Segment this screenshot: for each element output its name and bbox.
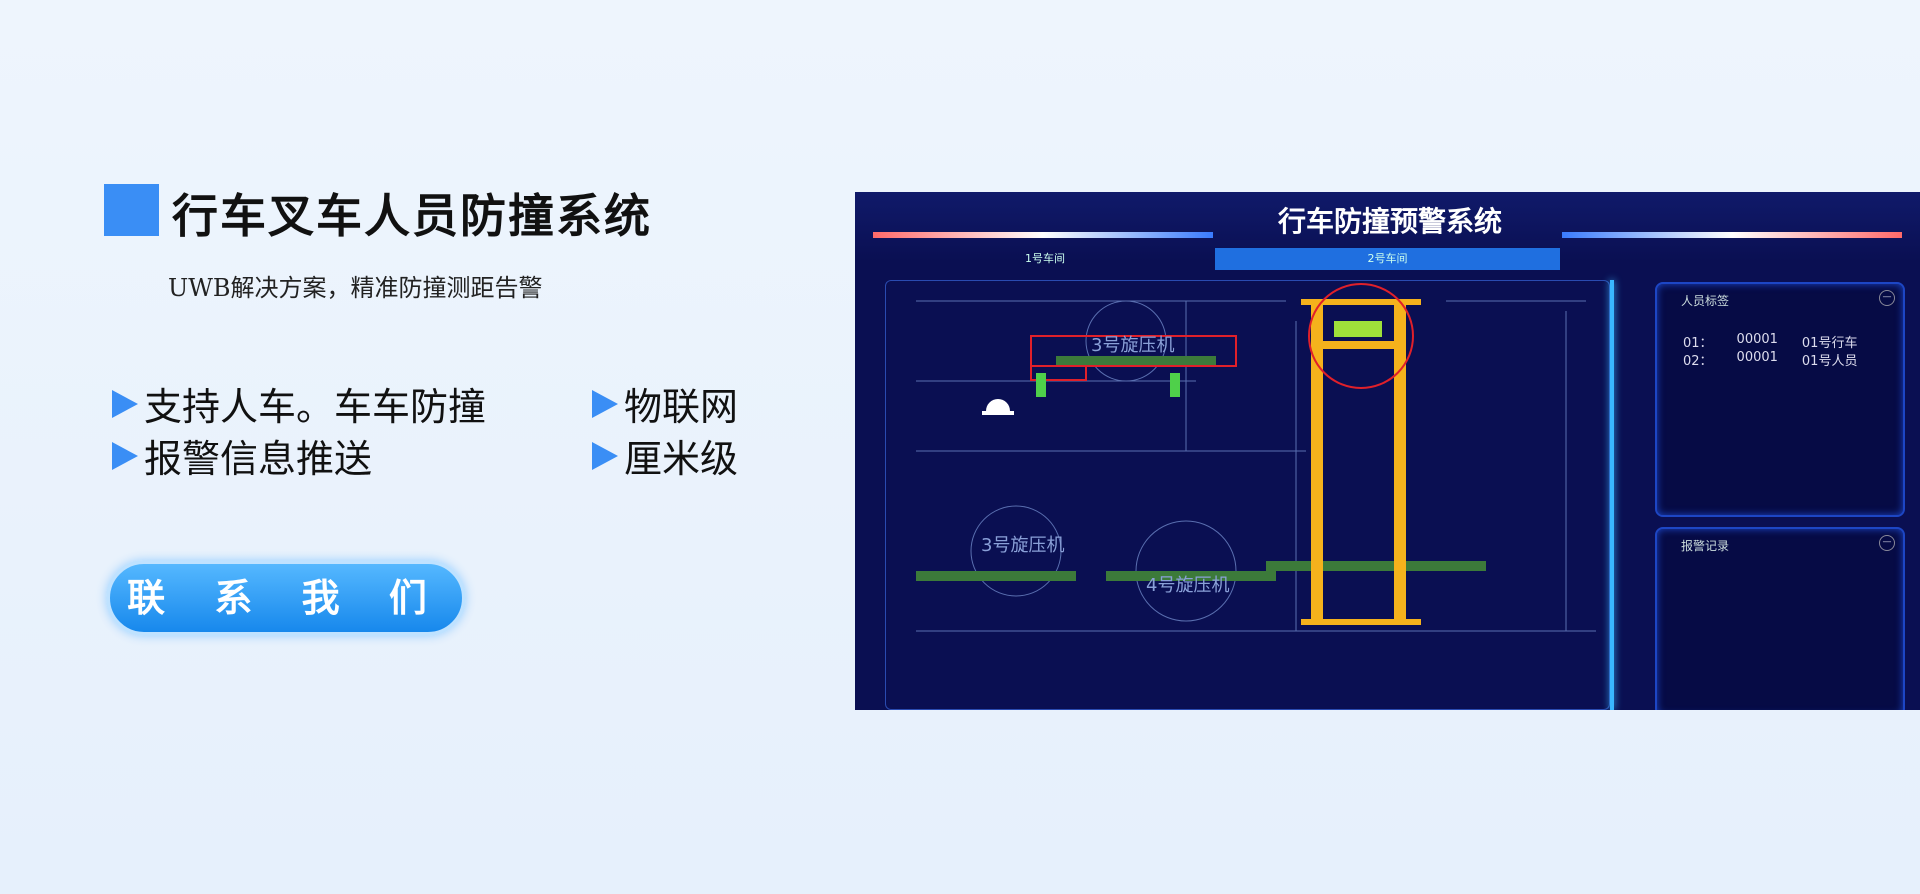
crane-trolley [1334, 321, 1382, 337]
minimize-icon[interactable]: — [1879, 535, 1895, 551]
map-label: 3号旋压机 [981, 535, 1064, 556]
feature-item: 报警信息推送 [112, 428, 372, 483]
crane-beam [1301, 299, 1421, 305]
triangle-icon [112, 441, 138, 470]
page-subtitle: UWB解决方案，精准防撞测距告警 [168, 274, 543, 302]
panel-title: 报警记录 [1681, 539, 1730, 553]
feature-item: 物联网 [592, 376, 738, 431]
header-decoration [873, 232, 1213, 238]
page-title: 行车叉车人员防撞系统 [172, 189, 652, 243]
tab-workshop-2[interactable]: 2号车间 [1215, 248, 1560, 270]
floor-map: 3号旋压机 3号旋压机 4号旋压机 [885, 280, 1610, 710]
feature-label: 厘米级 [624, 437, 739, 481]
map-label: 4号旋压机 [1146, 575, 1229, 596]
helmet-icon [982, 399, 1014, 415]
triangle-icon [592, 441, 618, 470]
panel-title: 人员标签 [1681, 294, 1730, 308]
feature-item: 厘米级 [592, 428, 738, 483]
dashboard-title: 行车防撞预警系统 [1277, 205, 1502, 238]
alarm-record-panel: 报警记录 — [1655, 527, 1905, 710]
map-label: 3号旋压机 [1091, 335, 1174, 356]
minimize-icon[interactable]: — [1879, 290, 1895, 306]
feature-item: 支持人车。车车防撞 [112, 376, 486, 431]
dashboard-screenshot: 行车防撞预警系统 1号车间 2号车间 3号旋压机 3 [855, 192, 1920, 710]
alert-zone [1030, 335, 1237, 367]
battery-tag-icon [1170, 373, 1180, 397]
floor-plan-drawing: 3号旋压机 3号旋压机 4号旋压机 [916, 283, 1596, 632]
divider [1610, 280, 1614, 710]
feature-label: 报警信息推送 [144, 437, 373, 481]
crane-rail [1311, 303, 1323, 623]
title-marker [104, 184, 159, 236]
alert-circle [1308, 283, 1414, 389]
contact-us-button[interactable]: 联 系 我 们 [106, 560, 466, 636]
header-decoration [1562, 232, 1902, 238]
triangle-icon [112, 389, 138, 418]
crane-rail [1394, 303, 1406, 623]
feature-label: 物联网 [624, 385, 739, 429]
tab-workshop-1[interactable]: 1号车间 [1025, 252, 1065, 265]
feature-label: 支持人车。车车防撞 [144, 385, 487, 429]
battery-tag-icon [1036, 373, 1046, 397]
triangle-icon [592, 389, 618, 418]
